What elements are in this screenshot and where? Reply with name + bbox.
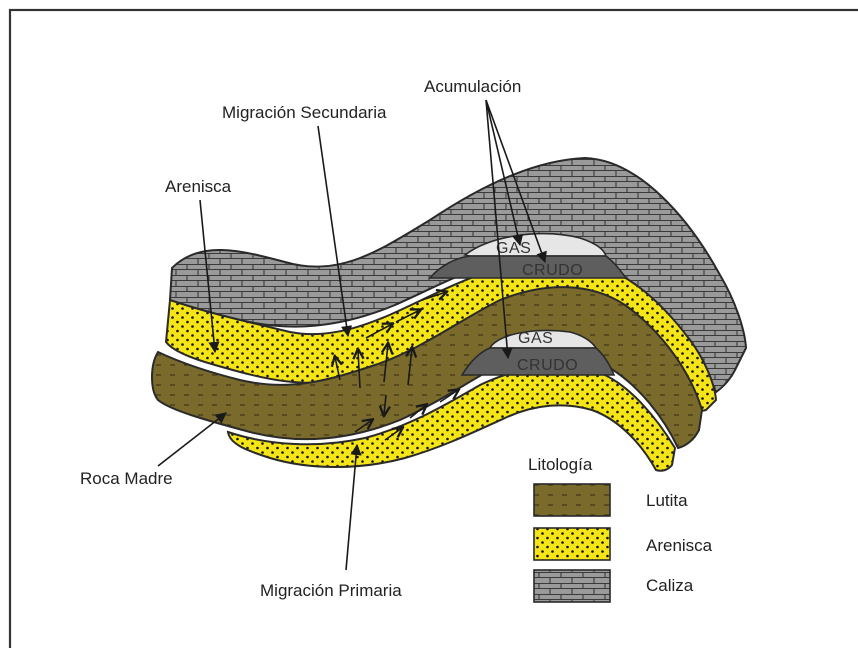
legend-label-caliza: Caliza: [646, 576, 694, 595]
roca-madre-label: Roca Madre: [80, 469, 173, 488]
gas-lower-label: GAS: [518, 330, 553, 347]
migracion-secundaria-label: Migración Secundaria: [222, 103, 387, 122]
legend: Litología Lutita Arenisca Caliza: [528, 455, 713, 602]
crudo-lower-label: CRUDO: [517, 357, 578, 374]
arenisca-label: Arenisca: [165, 177, 232, 196]
roca-madre-arrow: [158, 413, 226, 466]
crudo-upper-label: CRUDO: [522, 262, 583, 279]
legend-swatch-caliza: [534, 570, 610, 602]
migracion-primaria-label: Migración Primaria: [260, 581, 402, 600]
gas-upper-label: GAS: [496, 240, 531, 257]
legend-label-lutita: Lutita: [646, 491, 688, 510]
legend-swatch-arenisca: [534, 528, 610, 560]
legend-swatch-lutita: [534, 484, 610, 516]
legend-title: Litología: [528, 455, 593, 474]
acumulacion-label: Acumulación: [424, 77, 521, 96]
legend-label-arenisca: Arenisca: [646, 536, 713, 555]
